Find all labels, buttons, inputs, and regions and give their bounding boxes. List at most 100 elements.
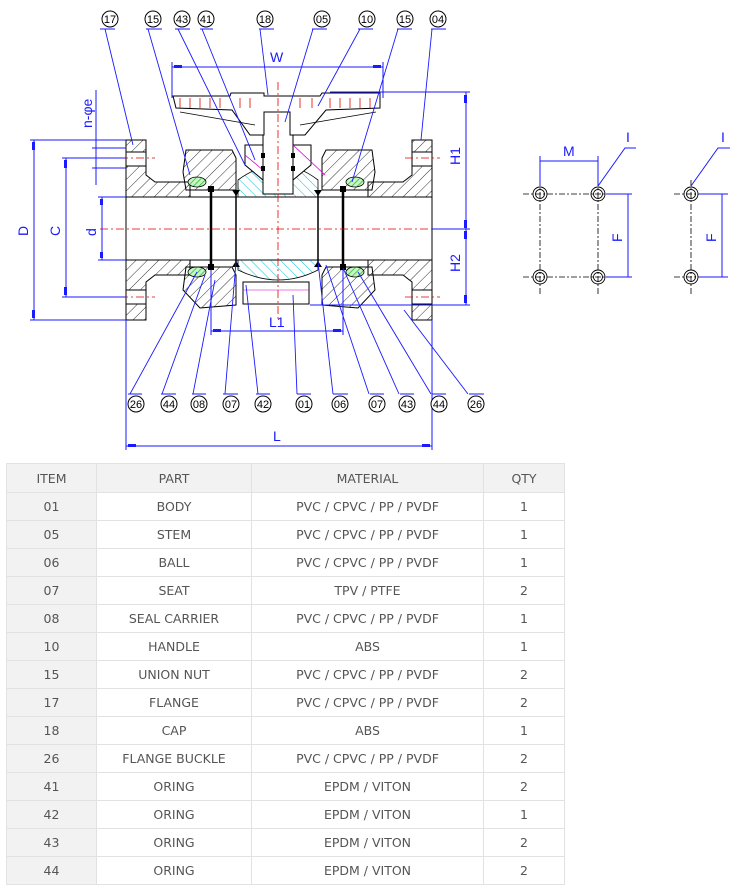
cell-material: PVC / CPVC / PP / PVDF: [251, 492, 484, 521]
cell-qty: 1: [483, 800, 565, 829]
bolt-pattern-2-hole: F I: [674, 129, 730, 295]
cell-part: BALL: [96, 548, 252, 577]
svg-text:44: 44: [163, 399, 175, 411]
svg-text:08: 08: [193, 399, 205, 411]
callout-17: 17: [101, 10, 119, 28]
dim-D: D: [15, 226, 31, 236]
dim-M: M: [563, 143, 575, 159]
svg-text:07: 07: [371, 399, 383, 411]
callout-26b: 26: [467, 395, 485, 413]
svg-text:26: 26: [470, 399, 482, 411]
dim-L1: L1: [269, 314, 285, 330]
cell-qty: 1: [483, 548, 565, 577]
cell-material: ABS: [251, 632, 484, 661]
svg-text:42: 42: [257, 399, 269, 411]
callout-04: 04: [429, 10, 447, 28]
cell-material: PVC / CPVC / PP / PVDF: [251, 660, 484, 689]
header-material: MATERIAL: [251, 463, 484, 493]
cell-part: FLANGE: [96, 688, 252, 717]
callout-10: 10: [358, 10, 376, 28]
cell-part: HANDLE: [96, 632, 252, 661]
callouts-bottom: 26 44 08 07 42 01 06 07 43 44 26: [127, 395, 485, 413]
callout-26a: 26: [127, 395, 145, 413]
dim-L: L: [273, 428, 281, 444]
dim-H1: H1: [447, 147, 463, 165]
cell-qty: 1: [483, 604, 565, 633]
callout-08: 08: [190, 395, 208, 413]
handle: [172, 92, 381, 136]
svg-text:41: 41: [200, 14, 212, 26]
svg-text:05: 05: [316, 14, 328, 26]
cell-part: ORING: [96, 856, 252, 885]
dim-F-right: F: [703, 233, 719, 242]
callout-42: 42: [254, 395, 272, 413]
cell-item: 41: [6, 772, 97, 801]
svg-text:44: 44: [433, 399, 445, 411]
cell-part: ORING: [96, 828, 252, 857]
cell-material: EPDM / VITON: [251, 772, 484, 801]
cell-qty: 2: [483, 828, 565, 857]
callout-18: 18: [256, 10, 274, 28]
cell-material: PVC / CPVC / PP / PVDF: [251, 744, 484, 773]
cell-material: PVC / CPVC / PP / PVDF: [251, 604, 484, 633]
cell-material: EPDM / VITON: [251, 828, 484, 857]
cell-item: 10: [6, 632, 97, 661]
cell-material: ABS: [251, 716, 484, 745]
svg-text:01: 01: [298, 399, 310, 411]
cell-qty: 2: [483, 660, 565, 689]
dim-d: d: [83, 228, 99, 236]
left-flange: [125, 139, 191, 321]
cell-material: PVC / CPVC / PP / PVDF: [251, 548, 484, 577]
cell-qty: 1: [483, 632, 565, 661]
dimension-lines: [30, 62, 470, 450]
cell-part: SEAL CARRIER: [96, 604, 252, 633]
cell-part: BODY: [96, 492, 252, 521]
dim-F-left: F: [609, 233, 625, 242]
dim-n-phi-e: n-φe: [79, 98, 95, 128]
cell-qty: 2: [483, 744, 565, 773]
dim-C: C: [47, 226, 63, 236]
callouts-top: 17 15 43 41 18 05 10 15 04: [101, 10, 447, 28]
cell-item: 06: [6, 548, 97, 577]
cell-item: 18: [6, 716, 97, 745]
svg-text:15: 15: [147, 14, 159, 26]
cell-qty: 2: [483, 772, 565, 801]
cell-item: 05: [6, 520, 97, 549]
valve-cross-section-drawing: W H1 H2 D C d n-φe L L1 17 15 43 41 18: [15, 10, 730, 450]
cell-item: 01: [6, 492, 97, 521]
callout-41: 41: [197, 10, 215, 28]
cell-item: 15: [6, 660, 97, 689]
callout-15a: 15: [144, 10, 162, 28]
callout-06: 06: [331, 395, 349, 413]
svg-text:18: 18: [259, 14, 271, 26]
table-header-row: ITEM PART MATERIAL QTY: [6, 463, 565, 493]
cell-item: 43: [6, 828, 97, 857]
svg-text:43: 43: [401, 399, 413, 411]
header-qty: QTY: [483, 463, 565, 493]
cell-item: 07: [6, 576, 97, 605]
cell-qty: 1: [483, 520, 565, 549]
callout-01: 01: [295, 395, 313, 413]
cell-item: 08: [6, 604, 97, 633]
cell-part: CAP: [96, 716, 252, 745]
body-base: [242, 281, 310, 305]
callout-15b: 15: [396, 10, 414, 28]
dim-H2: H2: [447, 254, 463, 272]
callout-44a: 44: [160, 395, 178, 413]
cell-part: ORING: [96, 800, 252, 829]
svg-text:07: 07: [225, 399, 237, 411]
cell-part: SEAT: [96, 576, 252, 605]
svg-text:10: 10: [361, 14, 373, 26]
